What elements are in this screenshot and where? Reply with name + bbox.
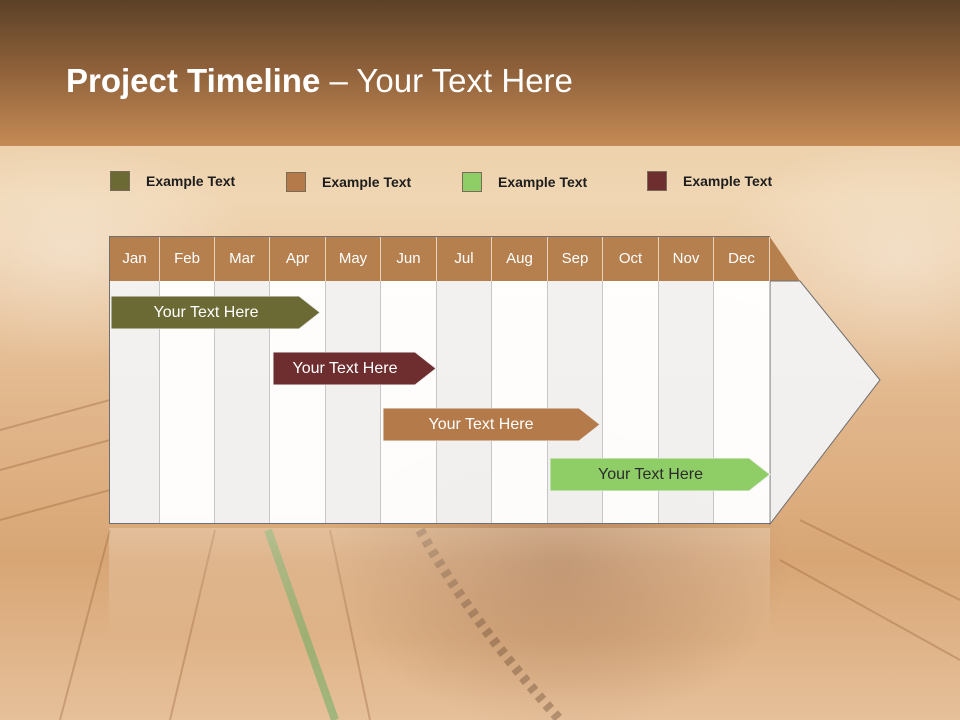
task-bar[interactable]: Your Text Here xyxy=(550,458,771,491)
month-header-apr: Apr xyxy=(270,237,326,281)
month-header-nov: Nov xyxy=(659,237,714,281)
task-label: Your Text Here xyxy=(292,360,398,377)
month-column xyxy=(326,281,381,524)
legend-label: Example Text xyxy=(498,174,588,190)
legend-label: Example Text xyxy=(146,173,236,189)
month-header-dec: Dec xyxy=(714,237,770,281)
month-header-sep: Sep xyxy=(548,237,603,281)
task-label: Your Text Here xyxy=(153,304,259,321)
month-header-jul: Jul xyxy=(437,237,492,281)
task-bar[interactable]: Your Text Here xyxy=(383,408,601,441)
title-banner: Project Timeline – Your Text Here xyxy=(0,0,960,146)
task-bar[interactable]: Your Text Here xyxy=(111,296,321,329)
task-label: Your Text Here xyxy=(428,416,534,433)
legend-label: Example Text xyxy=(322,174,412,190)
month-header-mar: Mar xyxy=(215,237,270,281)
legend-swatch xyxy=(286,172,306,192)
month-header-aug: Aug xyxy=(492,237,548,281)
legend-swatch xyxy=(462,172,482,192)
title-rest: – Your Text Here xyxy=(320,62,573,99)
title-bold: Project Timeline xyxy=(66,62,321,99)
task-bar[interactable]: Your Text Here xyxy=(273,352,437,385)
legend-swatch xyxy=(110,171,130,191)
page-title: Project Timeline – Your Text Here xyxy=(66,62,573,100)
month-column xyxy=(381,281,437,524)
legend-label: Example Text xyxy=(683,173,773,189)
timeline-reflection xyxy=(109,528,770,638)
month-header-oct: Oct xyxy=(603,237,659,281)
month-column xyxy=(492,281,548,524)
month-column xyxy=(437,281,492,524)
month-header-feb: Feb xyxy=(160,237,215,281)
month-header-jun: Jun xyxy=(381,237,437,281)
month-header-jan: Jan xyxy=(110,237,160,281)
month-header-may: May xyxy=(326,237,381,281)
task-label: Your Text Here xyxy=(598,466,703,483)
legend-swatch xyxy=(647,171,667,191)
